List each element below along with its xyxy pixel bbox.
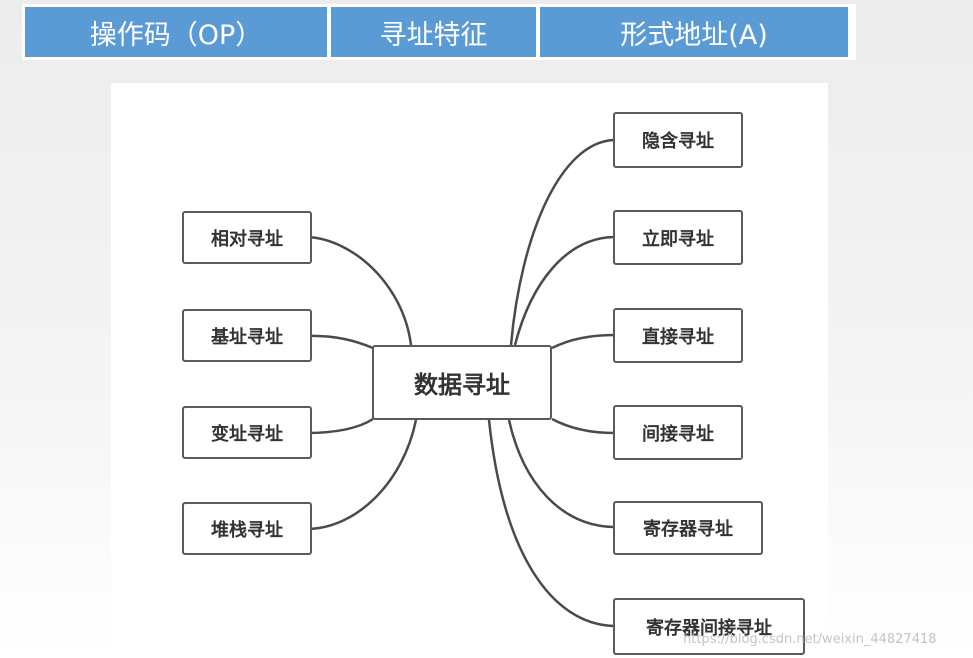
left-node-stack: 堆栈寻址 [182,502,312,555]
right-node-implied: 隐含寻址 [613,112,743,168]
connector-left-1 [305,235,413,346]
left-node-base: 基址寻址 [182,309,312,362]
left-node-relative: 相对寻址 [182,211,312,264]
watermark-url: https://blog.csdn.net/weixin_44827418 [683,632,937,647]
connector-right-5 [507,419,615,529]
right-node-direct: 直接寻址 [613,308,743,363]
left-node-index: 变址寻址 [182,406,312,459]
connector-left-3 [305,417,374,435]
format-header-table: 操作码（OP） 寻址特征 形式地址(A) [22,4,856,60]
connector-right-6 [487,419,615,628]
connector-left-2 [305,334,374,350]
right-node-indirect: 间接寻址 [613,405,743,460]
right-node-register: 寄存器寻址 [613,501,763,555]
mindmap-panel: 数据寻址 相对寻址 基址寻址 变址寻址 堆栈寻址 隐含寻址 立即寻址 直接寻址 … [111,83,828,658]
mindmap-connectors [305,138,615,628]
connector-right-4 [551,417,615,435]
addressing-feature-cell: 寻址特征 [331,7,536,57]
connector-right-1 [509,138,615,346]
right-node-immediate: 立即寻址 [613,210,743,265]
opcode-cell: 操作码（OP） [25,7,327,57]
right-node-register-indirect: 寄存器间接寻址 [613,598,805,655]
formal-address-cell: 形式地址(A) [540,7,848,57]
connector-left-4 [305,419,418,531]
center-node: 数据寻址 [372,345,552,420]
connector-right-2 [513,235,615,346]
connector-right-3 [551,333,615,350]
